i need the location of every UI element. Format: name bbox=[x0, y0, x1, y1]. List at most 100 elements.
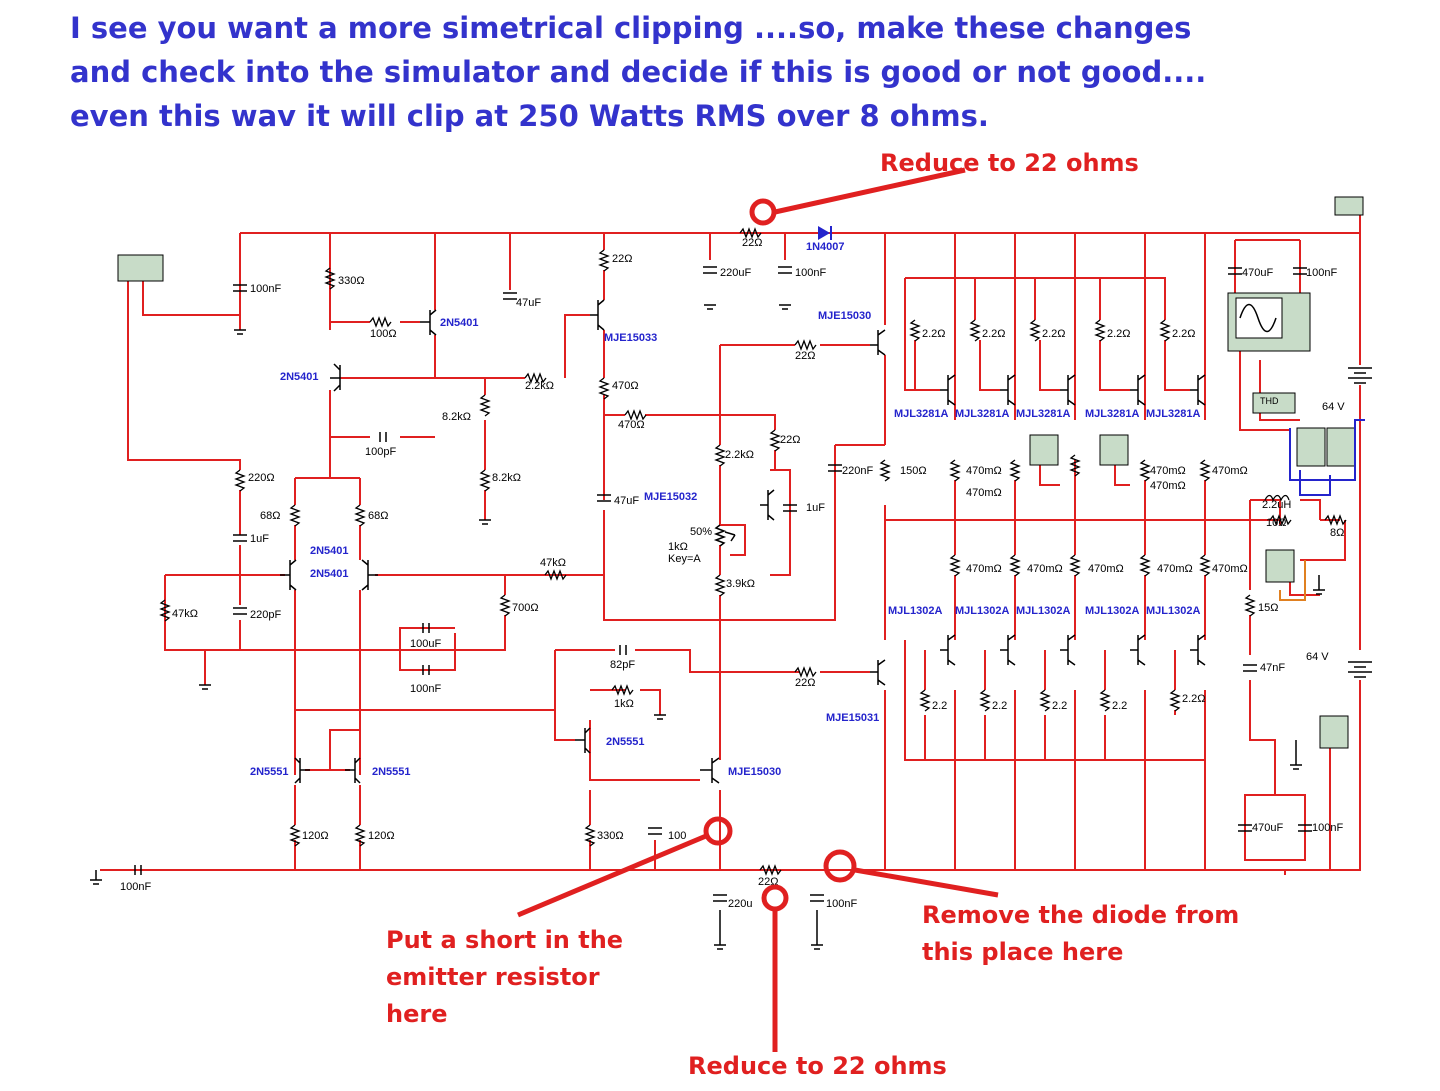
label-mjl1302a-5: MJL1302A bbox=[1146, 605, 1200, 617]
label-r2-2-4: 2.2Ω bbox=[1107, 328, 1131, 340]
label-r470m-8: 470mΩ bbox=[1088, 563, 1124, 575]
arrow-reduce-top bbox=[774, 167, 966, 215]
arrow-remove-diode bbox=[854, 867, 999, 898]
annotation-remove-diode: Remove the diode from this place here bbox=[922, 897, 1239, 971]
label-mjl1302a-4: MJL1302A bbox=[1085, 605, 1139, 617]
label-r22-top: 22Ω bbox=[742, 237, 762, 249]
arrow-short bbox=[517, 833, 707, 918]
label-r47k-a: 47kΩ bbox=[540, 557, 566, 569]
label-c100pf: 100pF bbox=[365, 446, 396, 458]
label-r470m-7: 470mΩ bbox=[1027, 563, 1063, 575]
label-q2n5551-b: 2N5551 bbox=[250, 766, 289, 778]
capacitors bbox=[134, 266, 1312, 902]
label-r700: 700Ω bbox=[512, 602, 539, 614]
label-c100nf-bot: 100nF bbox=[826, 898, 857, 910]
label-c100nf-a: 100nF bbox=[250, 283, 281, 295]
probe-2 bbox=[1099, 434, 1129, 466]
annotation-short: Put a short in the emitter resistor here bbox=[386, 922, 623, 1033]
label-r2-2s-1: 2.2 bbox=[932, 700, 947, 712]
label-c100nf-e: 100nF bbox=[1312, 822, 1343, 834]
probe-wire bbox=[1279, 560, 1306, 601]
label-c100nf-b: 100nF bbox=[795, 267, 826, 279]
label-r68-a: 68Ω bbox=[260, 510, 280, 522]
label-mjl1302a-1: MJL1302A bbox=[888, 605, 942, 617]
meter-top-right bbox=[1334, 196, 1364, 216]
label-c82pf: 82pF bbox=[610, 659, 635, 671]
circle-diode bbox=[823, 849, 857, 883]
label-q2n5401-c: 2N5401 bbox=[310, 545, 349, 557]
label-q2n5401-a: 2N5401 bbox=[440, 317, 479, 329]
label-thd: THD bbox=[1260, 396, 1279, 406]
annotation-short-line-1: Put a short in the bbox=[386, 926, 624, 954]
label-mjl3281a-2: MJL3281A bbox=[955, 408, 1009, 420]
label-r22-d: 22Ω bbox=[795, 677, 815, 689]
instruction-line-3: even this wav it will clip at 250 Watts … bbox=[70, 99, 989, 133]
label-mjl1302a-2: MJL1302A bbox=[955, 605, 1009, 617]
label-r470m-3: 470mΩ bbox=[1150, 465, 1186, 477]
label-r220: 220Ω bbox=[248, 472, 275, 484]
probe-3 bbox=[1265, 549, 1295, 583]
label-r470m-5: 470mΩ bbox=[1212, 465, 1248, 477]
transistors bbox=[280, 299, 1206, 784]
label-r22-c: 22Ω bbox=[780, 434, 800, 446]
label-l2-2uh: 2.2uH bbox=[1262, 499, 1291, 511]
label-r470m-1: 470mΩ bbox=[966, 465, 1002, 477]
label-v64-b: 64 V bbox=[1306, 651, 1329, 663]
label-qmje15031: MJE15031 bbox=[826, 712, 879, 724]
label-r22-a: 22Ω bbox=[612, 253, 632, 265]
label-c100nf-c: 100nF bbox=[410, 683, 441, 695]
label-r470m-10: 470mΩ bbox=[1212, 563, 1248, 575]
label-r22-b: 22Ω bbox=[795, 350, 815, 362]
probe-1 bbox=[1029, 434, 1059, 466]
resistors bbox=[159, 227, 1347, 876]
label-r2-2s-2: 2.2 bbox=[992, 700, 1007, 712]
label-r470m-6: 470mΩ bbox=[966, 563, 1002, 575]
label-r8: 8Ω bbox=[1330, 527, 1344, 539]
label-r15: 15Ω bbox=[1258, 602, 1278, 614]
meter-input bbox=[117, 254, 164, 282]
label-q2n5401-b: 2N5401 bbox=[280, 371, 319, 383]
label-q2n5551-a: 2N5551 bbox=[606, 736, 645, 748]
label-r8k2-a: 8.2kΩ bbox=[442, 411, 471, 423]
label-c1uf-a: 1uF bbox=[250, 533, 269, 545]
label-r470m-9: 470mΩ bbox=[1157, 563, 1193, 575]
label-pot-pct: 50% bbox=[690, 526, 712, 538]
circle-emitter bbox=[703, 816, 733, 846]
wires bbox=[100, 205, 1361, 875]
markup-annotations bbox=[517, 167, 999, 1052]
label-r150: 150Ω bbox=[900, 465, 927, 477]
annotation-short-line-2: emitter resistor bbox=[386, 963, 600, 991]
label-q2n5551-c: 2N5551 bbox=[372, 766, 411, 778]
instruction-line-1: I see you want a more simetrical clippin… bbox=[70, 11, 1192, 45]
label-r2k2-b: 2.2kΩ bbox=[725, 449, 754, 461]
label-r470-a: 470Ω bbox=[612, 380, 639, 392]
label-r100: 100Ω bbox=[370, 328, 397, 340]
label-pot-key: Key=A bbox=[668, 553, 701, 565]
probe-4 bbox=[1319, 715, 1349, 749]
label-mjl3281a-5: MJL3281A bbox=[1146, 408, 1200, 420]
label-r2-2s-4: 2.2 bbox=[1112, 700, 1127, 712]
label-r3k9: 3.9kΩ bbox=[726, 578, 755, 590]
label-r470m-2: 470mΩ bbox=[966, 487, 1002, 499]
misc-symbols bbox=[90, 304, 1372, 950]
instruments bbox=[117, 196, 1364, 749]
label-r2-2-5: 2.2Ω bbox=[1172, 328, 1196, 340]
label-qmje15030-a: MJE15030 bbox=[818, 310, 871, 322]
label-r330: 330Ω bbox=[338, 275, 365, 287]
label-q2n5401-d: 2N5401 bbox=[310, 568, 349, 580]
label-r330b: 330Ω bbox=[597, 830, 624, 842]
annotation-reduce-top: Reduce to 22 ohms bbox=[880, 149, 1139, 177]
label-c470uf-a: 470uF bbox=[1242, 267, 1273, 279]
meter-a bbox=[1296, 427, 1326, 467]
thd-analyzer bbox=[1252, 392, 1296, 414]
label-r470m-4: 470mΩ bbox=[1150, 480, 1186, 492]
label-v64-a: 64 V bbox=[1322, 401, 1345, 413]
label-c47uf-b: 47uF bbox=[614, 495, 639, 507]
label-mjl3281a-4: MJL3281A bbox=[1085, 408, 1139, 420]
label-c220u-bot: 220u bbox=[728, 898, 752, 910]
circle-r22-top bbox=[749, 198, 777, 226]
instruction-text: I see you want a more simetrical clippin… bbox=[70, 6, 1270, 138]
annotation-remove-diode-line-2: this place here bbox=[922, 938, 1124, 966]
label-r1k: 1kΩ bbox=[614, 698, 634, 710]
